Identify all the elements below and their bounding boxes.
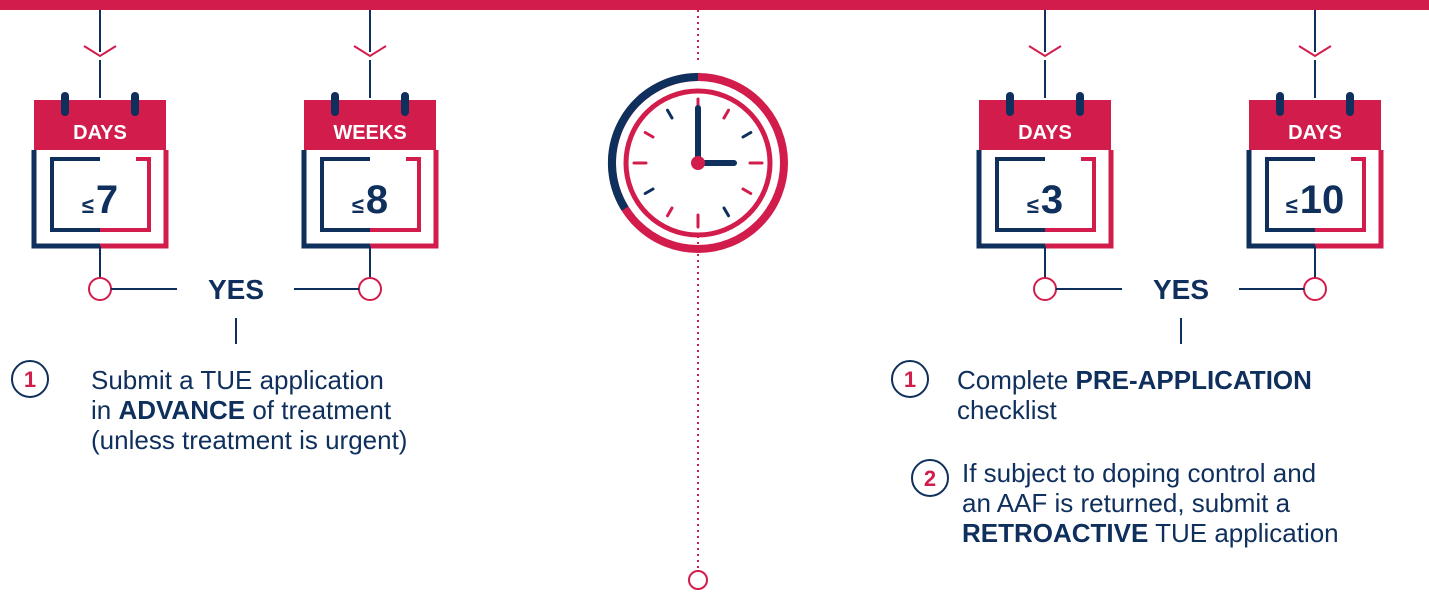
calendar-unit-label: DAYS [1288, 122, 1342, 144]
calendar-value: 7 [96, 178, 118, 222]
calendar-value: 10 [1300, 178, 1345, 222]
yes-connector-left: YES [88, 246, 382, 344]
svg-text:≤10: ≤10 [1286, 178, 1345, 222]
calendar-value: 3 [1041, 178, 1063, 222]
svg-text:≤8: ≤8 [352, 178, 388, 222]
svg-text:≤7: ≤7 [82, 178, 118, 222]
clock-tick [643, 187, 655, 195]
text-line: Complete PRE-APPLICATION [957, 365, 1312, 395]
clock-tick [741, 131, 753, 139]
calendar-days-left: DAYS ≤7 [31, 10, 169, 249]
yes-label: YES [1153, 274, 1209, 305]
text-line: (unless treatment is urgent) [91, 425, 408, 455]
clock-icon [607, 73, 788, 253]
step-text-right-1: Complete PRE-APPLICATION checklist [957, 365, 1312, 425]
calendar-unit-label: WEEKS [333, 122, 406, 144]
less-equal-sign: ≤ [82, 193, 94, 218]
svg-text:1: 1 [904, 367, 916, 392]
text-line: RETROACTIVE TUE application [962, 518, 1339, 548]
step-text-right-2: If subject to doping control and an AAF … [962, 458, 1339, 548]
calendar-unit-label: DAYS [1018, 122, 1072, 144]
text-line: in ADVANCE of treatment [91, 395, 392, 425]
text-line: If subject to doping control and [962, 458, 1317, 488]
top-banner-edge [0, 0, 1429, 10]
svg-text:≤3: ≤3 [1027, 178, 1063, 222]
calendar-value: 8 [366, 178, 388, 222]
clock-tick [666, 108, 674, 120]
yes-connector-right: YES [1033, 246, 1327, 344]
clock-tick [722, 108, 730, 120]
clock-tick [666, 206, 674, 218]
svg-text:1: 1 [24, 367, 36, 392]
clock-tick [722, 206, 730, 218]
text-line: an AAF is returned, submit a [962, 488, 1291, 518]
calendar-days-right-1: DAYS ≤3 [976, 10, 1114, 249]
timeline-end-node [688, 570, 708, 590]
calendar-days-right-2: DAYS ≤10 [1246, 10, 1384, 249]
svg-text:2: 2 [924, 466, 936, 491]
step-badge-left-1: 1 [11, 360, 49, 398]
step-badge-right-2: 2 [911, 459, 949, 497]
step-text-left-1: Submit a TUE application in ADVANCE of t… [91, 365, 407, 455]
clock-tick [741, 187, 753, 195]
less-equal-sign: ≤ [1286, 193, 1298, 218]
less-equal-sign: ≤ [352, 193, 364, 218]
step-badge-right-1: 1 [891, 360, 929, 398]
text-line: checklist [957, 395, 1057, 425]
clock-tick [643, 131, 655, 139]
less-equal-sign: ≤ [1027, 193, 1039, 218]
calendar-weeks-left: WEEKS ≤8 [301, 10, 439, 249]
yes-label: YES [208, 274, 264, 305]
calendar-unit-label: DAYS [73, 122, 127, 144]
text-line: Submit a TUE application [91, 365, 384, 395]
